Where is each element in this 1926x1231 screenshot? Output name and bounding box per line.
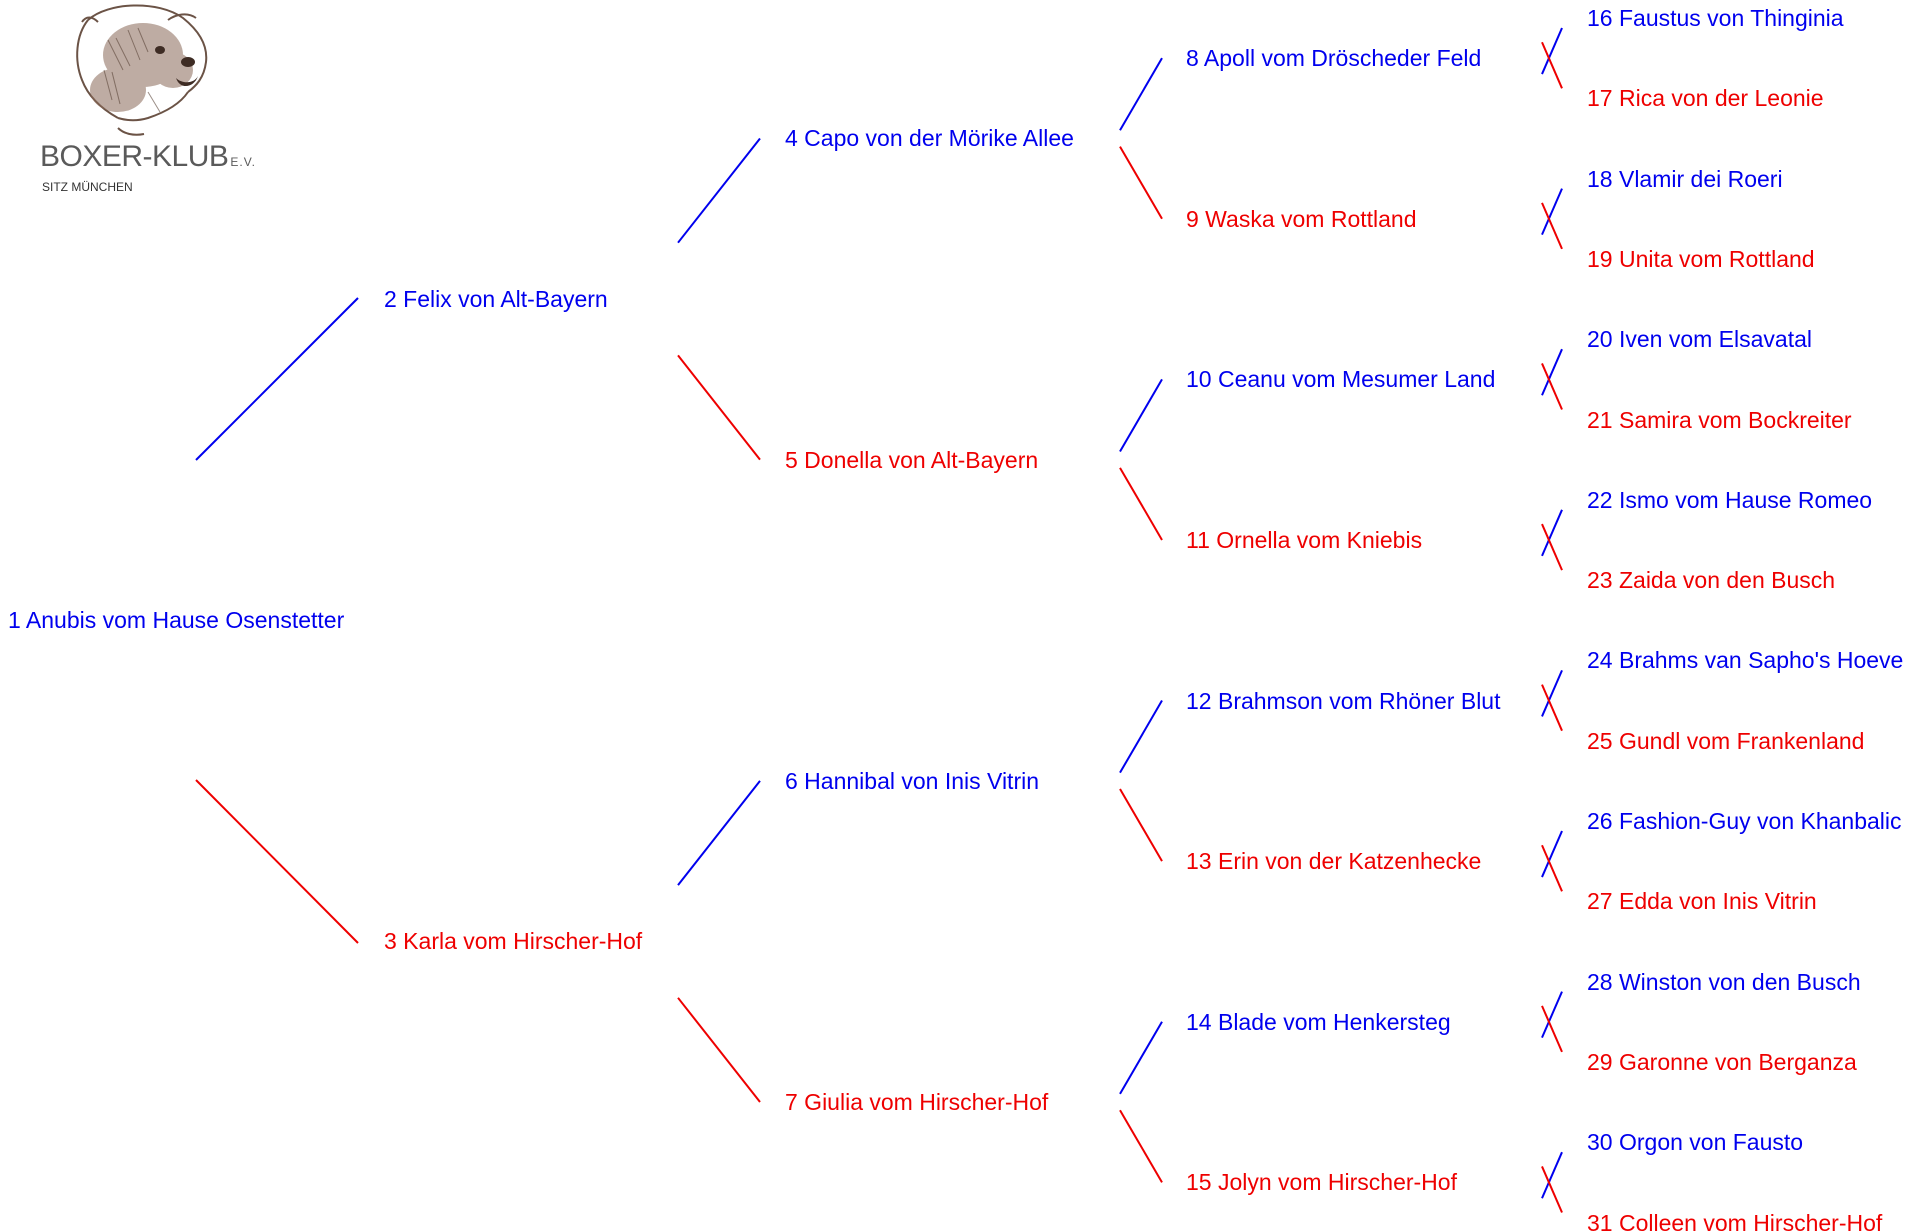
sire-line-4-to-8 xyxy=(1119,57,1163,131)
ancestor-31[interactable]: 31 Colleen vom Hirscher-Hof xyxy=(1587,1209,1883,1231)
ancestor-19[interactable]: 19 Unita vom Rottland xyxy=(1587,245,1815,272)
logo-subtitle: SITZ MÜNCHEN xyxy=(42,180,133,194)
ancestor-16[interactable]: 16 Faustus von Thinginia xyxy=(1587,5,1844,31)
sire-line-8-to-16 xyxy=(1541,27,1563,75)
sire-line-3-to-6 xyxy=(677,780,761,886)
sire-line-10-to-20 xyxy=(1541,348,1563,396)
ancestor-11[interactable]: 11 Ornella vom Kniebis xyxy=(1186,526,1423,553)
dam-line-5-to-11 xyxy=(1119,467,1163,541)
ancestor-12[interactable]: 12 Brahmson vom Rhöner Blut xyxy=(1186,687,1501,714)
dam-line-7-to-15 xyxy=(1119,1109,1163,1183)
ancestor-24[interactable]: 24 Brahms van Sapho's Hoeve xyxy=(1587,647,1904,674)
dam-line-6-to-13 xyxy=(1119,788,1163,862)
sire-line-7-to-14 xyxy=(1119,1021,1163,1095)
sire-line-12-to-24 xyxy=(1541,670,1563,717)
dam-line-8-to-17 xyxy=(1541,41,1563,89)
ancestor-27[interactable]: 27 Edda von Inis Vitrin xyxy=(1587,888,1817,915)
ancestor-26[interactable]: 26 Fashion-Guy von Khanbalic xyxy=(1587,808,1902,834)
ancestor-9[interactable]: 9 Waska vom Rottland xyxy=(1186,205,1417,232)
dam-line-11-to-23 xyxy=(1541,523,1563,571)
sire-line-11-to-22 xyxy=(1541,509,1563,557)
ancestor-23[interactable]: 23 Zaida von den Busch xyxy=(1587,567,1836,594)
ancestor-30[interactable]: 30 Orgon von Fausto xyxy=(1587,1129,1804,1156)
sire-line-15-to-30 xyxy=(1541,1151,1563,1199)
ancestor-10[interactable]: 10 Ceanu vom Mesumer Land xyxy=(1186,366,1496,393)
dam-line-1-to-3 xyxy=(195,779,359,944)
ancestor-3-dam[interactable]: 3 Karla vom Hirscher-Hof xyxy=(384,928,643,955)
dam-line-9-to-19 xyxy=(1541,202,1563,250)
ancestor-8[interactable]: 8 Apoll vom Dröscheder Feld xyxy=(1186,45,1482,72)
boxer-dog-head-icon xyxy=(76,4,208,136)
sire-line-5-to-10 xyxy=(1119,378,1163,452)
sire-line-6-to-12 xyxy=(1119,700,1163,774)
ancestor-25[interactable]: 25 Gundl vom Frankenland xyxy=(1587,727,1865,754)
ancestor-14[interactable]: 14 Blade vom Henkersteg xyxy=(1186,1008,1451,1035)
sire-line-9-to-18 xyxy=(1541,188,1563,236)
ancestor-13[interactable]: 13 Erin von der Katzenhecke xyxy=(1186,848,1482,875)
ancestor-28[interactable]: 28 Winston von den Busch xyxy=(1587,968,1861,995)
sire-line-13-to-26 xyxy=(1541,830,1563,878)
dam-line-15-to-31 xyxy=(1541,1166,1563,1213)
ancestor-17[interactable]: 17 Rica von der Leonie xyxy=(1587,85,1824,112)
dam-line-14-to-29 xyxy=(1541,1005,1563,1053)
dam-line-2-to-5 xyxy=(677,354,761,461)
ancestor-15[interactable]: 15 Jolyn vom Hirscher-Hof xyxy=(1186,1169,1457,1196)
dam-line-10-to-21 xyxy=(1541,363,1563,410)
dam-line-13-to-27 xyxy=(1541,844,1563,892)
dam-line-3-to-7 xyxy=(677,997,761,1103)
ancestor-29[interactable]: 29 Garonne von Berganza xyxy=(1587,1048,1857,1075)
ancestor-18[interactable]: 18 Vlamir dei Roeri xyxy=(1587,165,1783,192)
ancestor-7[interactable]: 7 Giulia vom Hirscher-Hof xyxy=(785,1089,1049,1116)
ancestor-6[interactable]: 6 Hannibal von Inis Vitrin xyxy=(785,767,1039,794)
ancestor-2-sire[interactable]: 2 Felix von Alt-Bayern xyxy=(384,286,608,313)
sire-line-2-to-4 xyxy=(677,137,761,244)
ancestor-20[interactable]: 20 Iven vom Elsavatal xyxy=(1587,326,1813,353)
ancestor-21[interactable]: 21 Samira vom Bockreiter xyxy=(1587,406,1852,433)
sire-line-14-to-28 xyxy=(1541,991,1563,1039)
ancestor-22[interactable]: 22 Ismo vom Hause Romeo xyxy=(1587,486,1873,513)
dam-line-12-to-25 xyxy=(1541,684,1563,732)
logo-suffix: E.V. xyxy=(230,155,256,169)
dam-line-4-to-9 xyxy=(1119,146,1163,220)
ancestor-1-subject[interactable]: 1 Anubis vom Hause Osenstetter xyxy=(8,607,345,633)
ancestor-4[interactable]: 4 Capo von der Mörike Allee xyxy=(785,125,1074,152)
sire-line-1-to-2 xyxy=(195,297,359,461)
ancestor-5[interactable]: 5 Donella von Alt-Bayern xyxy=(785,446,1039,473)
